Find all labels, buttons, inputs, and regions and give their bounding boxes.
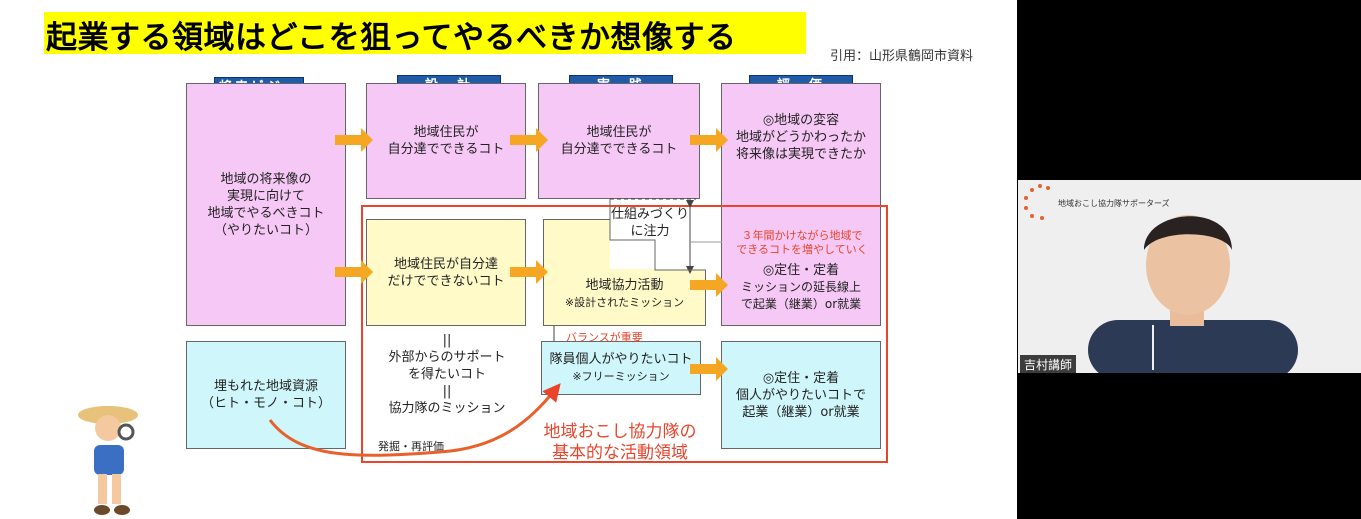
- activity-area-label: 地域おこし協力隊の 基本的な活動領域: [543, 422, 697, 463]
- step-cutout-2: [655, 240, 706, 270]
- participant-video: [1018, 180, 1361, 373]
- discover-text: 発掘・再評価: [378, 440, 444, 453]
- evaluation-box: ◎地域の変容 地域がどうかわったか 将来像は実現できたか: [721, 83, 881, 326]
- step-outline: [609, 199, 706, 271]
- balance-text: バランスが重要: [566, 331, 643, 344]
- vision-box: 地域の将来像の 実現に向けて 地域でやるべきコト （やりたいコト）: [186, 83, 346, 326]
- flow-arrows: [335, 128, 728, 381]
- discover-curve: [268, 383, 561, 457]
- cannot-do-box: 地域住民が自分達 だけでできないコト: [366, 219, 526, 326]
- three-years-text: ３年間かけながら地域で できるコトを増やしていく: [736, 229, 868, 256]
- buried-resources-box: 埋もれた地域資源 （ヒト・モノ・コト）: [186, 341, 346, 449]
- webcam-logo-text: 地域おこし協力隊サポーターズ: [1058, 199, 1170, 208]
- support-text: || 外部からのサポート を得たいコト || 協力隊のミッション: [388, 333, 506, 416]
- participant-name: 吉村講師: [1020, 355, 1077, 374]
- presentation-slide: 起業する領域はどこを狙ってやるべきか想像する 引用：山形県鶴岡市資料 将来ビジョ…: [0, 0, 1017, 519]
- mechanism-text: 仕組みづくり に注力: [610, 207, 689, 239]
- title-highlight: [44, 12, 806, 54]
- design-box: 地域住民が 自分達でできるコト: [366, 83, 526, 199]
- webcam-video: 地域おこし協力隊サポーターズ: [1018, 180, 1361, 373]
- diagram-connectors: [78, 128, 728, 515]
- settle-individual-box: ◎定住・定着 個人がやりたいコトで 起業（継業）or就業: [721, 341, 881, 449]
- slide-title: 起業する領域はどこを狙ってやるべきか想像する: [46, 20, 737, 56]
- citation: 引用：山形県鶴岡市資料: [830, 49, 974, 64]
- settle-mission-text: ◎定住・定着 ミッションの延長線上 で起業（継業）or就業: [740, 263, 862, 311]
- activity-area-outline: [361, 205, 888, 463]
- explorer-illustration: [78, 406, 138, 515]
- individual-box: 隊員個人がやりたいコト ※フリーミッション: [541, 341, 701, 395]
- logo-dots: [1024, 184, 1050, 220]
